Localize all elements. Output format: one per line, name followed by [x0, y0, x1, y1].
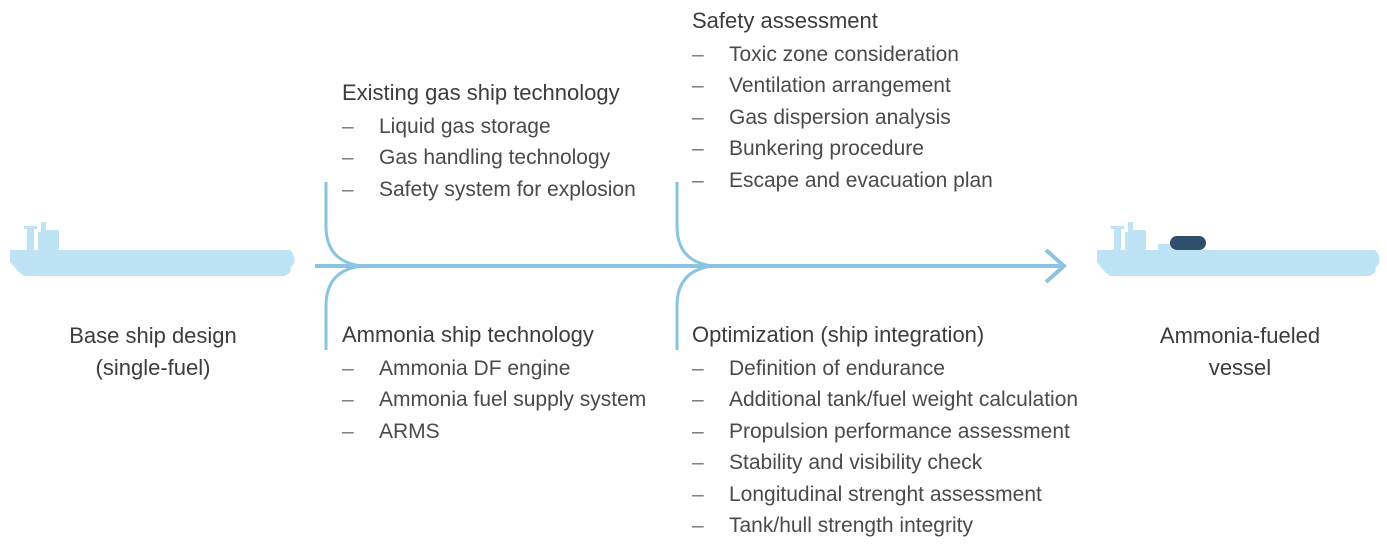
- main-flow-arrow: [315, 248, 1068, 284]
- list-item: – ARMS: [342, 416, 646, 447]
- bullet-dash: –: [692, 451, 704, 475]
- end-label: Ammonia-fueled vessel: [1159, 323, 1321, 380]
- safety-section: Safety assessment – Toxic zone considerat…: [692, 6, 993, 196]
- section-title: Ammonia ship technology: [342, 322, 594, 347]
- list-item-text: Safety system for explosion: [379, 177, 636, 201]
- bullet-dash: –: [342, 419, 354, 443]
- bullet-dash: –: [692, 482, 704, 506]
- list-item: – Stability and visibility check: [692, 447, 1078, 478]
- list-item-text: Propulsion performance assessment: [729, 419, 1070, 443]
- existing-gas-section: Existing gas ship technology – Liquid gas…: [342, 78, 636, 205]
- section-title: Safety assessment: [692, 8, 878, 33]
- list-item: – Gas dispersion analysis: [692, 102, 993, 133]
- bullet-dash: –: [692, 514, 704, 538]
- list-item-text: Gas handling technology: [379, 146, 611, 170]
- list-item-text: ARMS: [379, 419, 440, 443]
- list-item: – Ammonia DF engine: [342, 353, 646, 384]
- bullet-dash: –: [692, 357, 704, 380]
- ammonia-ship-icon: [1097, 222, 1380, 276]
- list-item: – Gas handling technology: [342, 142, 636, 173]
- bullet-dash: –: [342, 177, 354, 201]
- ammonia-tech-list: – Ammonia DF engine – Ammonia fuel supply …: [342, 353, 646, 447]
- safety-list: – Toxic zone consideration – Ventilation a…: [692, 39, 993, 196]
- section-title: Existing gas ship technology: [342, 80, 620, 105]
- bullet-dash: –: [692, 168, 704, 192]
- bullet-dash: –: [692, 137, 704, 161]
- bullet-dash: –: [342, 146, 354, 170]
- start-label: Base ship design (single-fuel): [69, 323, 237, 380]
- list-item: – Propulsion performance assessment: [692, 416, 1078, 447]
- list-item-text: Toxic zone consideration: [729, 43, 959, 66]
- bullet-dash: –: [692, 43, 704, 66]
- list-item-text: Tank/hull strength integrity: [729, 514, 973, 538]
- list-item-text: Longitudinal strenght assessment: [729, 482, 1042, 506]
- list-item: – Liquid gas storage: [342, 111, 636, 142]
- list-item-text: Ammonia fuel supply system: [379, 388, 647, 412]
- list-item: – Ammonia fuel supply system: [342, 384, 646, 415]
- existing-gas-list: – Liquid gas storage – Gas handling techno…: [342, 111, 636, 205]
- list-item-text: Definition of endurance: [729, 357, 945, 380]
- list-item: – Toxic zone consideration: [692, 39, 993, 70]
- list-item: – Definition of endurance: [692, 353, 1078, 384]
- list-item-text: Liquid gas storage: [379, 115, 551, 138]
- list-item: – Additional tank/fuel weight calculation: [692, 384, 1078, 415]
- bullet-dash: –: [342, 115, 354, 138]
- base-ship-icon: [10, 222, 295, 276]
- list-item-text: Additional tank/fuel weight calculation: [729, 388, 1079, 412]
- bullet-dash: –: [342, 357, 354, 380]
- bullet-dash: –: [692, 105, 704, 129]
- list-item: – Bunkering procedure: [692, 133, 993, 164]
- list-item: – Escape and evacuation plan: [692, 165, 993, 196]
- list-item-text: Escape and evacuation plan: [729, 168, 993, 192]
- list-item-text: Ventilation arrangement: [729, 74, 951, 98]
- bullet-dash: –: [692, 388, 704, 412]
- bullet-dash: –: [692, 74, 704, 98]
- list-item: – Longitudinal strenght assessment: [692, 479, 1078, 510]
- optimization-section: Optimization (ship integration) – Definit…: [692, 320, 1078, 541]
- ammonia-tank-icon: [1170, 236, 1206, 250]
- list-item: – Safety system for explosion: [342, 174, 636, 205]
- list-item-text: Gas dispersion analysis: [729, 105, 951, 129]
- list-item-text: Ammonia DF engine: [379, 357, 571, 380]
- list-item: – Ventilation arrangement: [692, 70, 993, 101]
- ammonia-tech-section: Ammonia ship technology – Ammonia DF engi…: [342, 320, 646, 447]
- list-item: – Tank/hull strength integrity: [692, 510, 1078, 541]
- branch-connector-2: [675, 182, 714, 350]
- list-item-text: Bunkering procedure: [729, 137, 924, 161]
- bullet-dash: –: [342, 388, 354, 412]
- list-item-text: Stability and visibility check: [729, 451, 983, 475]
- bullet-dash: –: [692, 419, 704, 443]
- optimization-list: – Definition of endurance – Additional tan…: [692, 353, 1078, 541]
- section-title: Optimization (ship integration): [692, 322, 985, 347]
- branch-connector-1: [324, 182, 363, 350]
